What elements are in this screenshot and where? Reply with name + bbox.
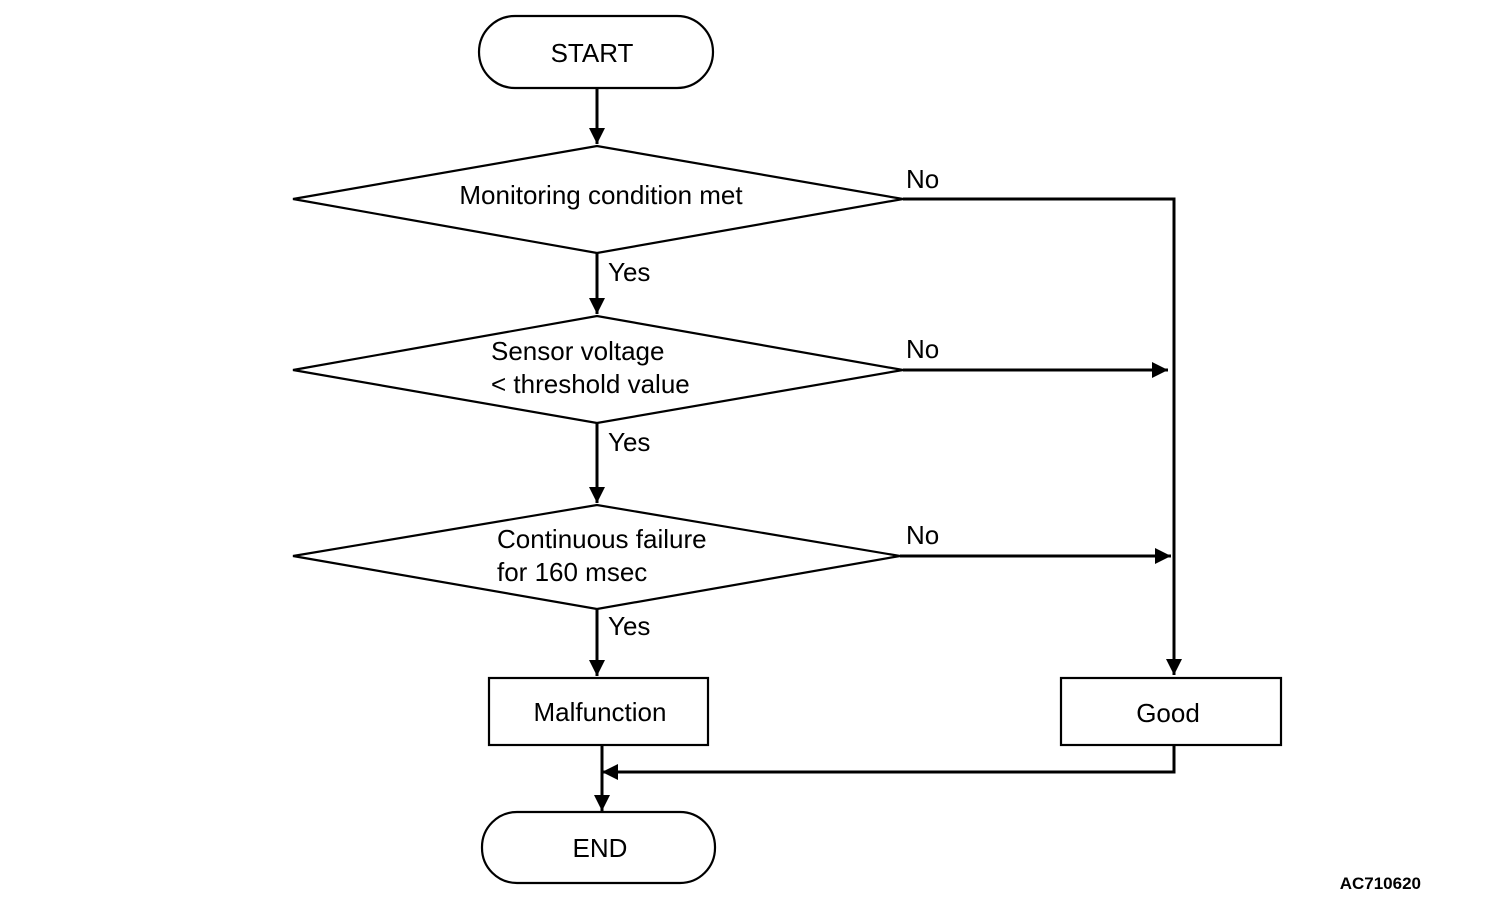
malfunction-box: Malfunction [487, 676, 710, 747]
arrow-decision-1-no [903, 197, 1182, 675]
end-terminator: END [480, 810, 717, 885]
decision-3-label-line-2: for 160 msec [497, 557, 647, 587]
start-label: START [551, 38, 634, 68]
decision-2-label-line-2: < threshold value [491, 369, 690, 399]
decision-2-no-label: No [906, 334, 939, 364]
decision-2-label-line-1: Sensor voltage [491, 336, 664, 366]
decision-1-label: Monitoring condition met [459, 180, 743, 210]
malfunction-label: Malfunction [534, 697, 667, 727]
decision-1-no-label: No [906, 164, 939, 194]
decision-1: Monitoring condition met Yes No [292, 144, 939, 287]
connectors [589, 88, 1182, 811]
decision-2: Sensor voltage < threshold value Yes No [292, 314, 939, 457]
end-label: END [573, 833, 628, 863]
decision-1-yes-label: Yes [608, 257, 650, 287]
good-label: Good [1136, 698, 1200, 728]
decision-3-no-label: No [906, 520, 939, 550]
decision-2-yes-label: Yes [608, 427, 650, 457]
reference-code: AC710620 [1340, 874, 1421, 893]
start-terminator: START [477, 14, 715, 90]
decision-3: Continuous failure for 160 msec Yes No [292, 503, 939, 641]
decision-3-yes-label: Yes [608, 611, 650, 641]
arrow-good-to-end [602, 745, 1176, 780]
good-box: Good [1059, 676, 1283, 747]
decision-3-label-line-1: Continuous failure [497, 524, 707, 554]
